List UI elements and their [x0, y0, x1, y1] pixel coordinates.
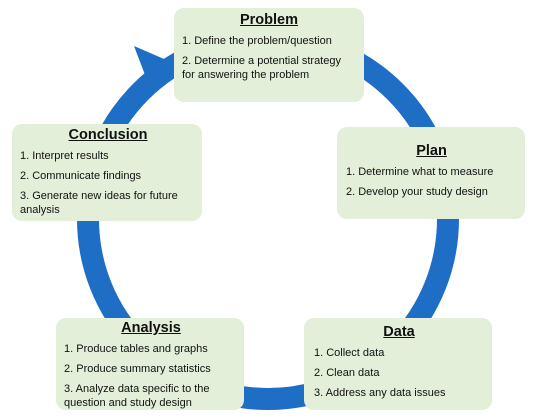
stage-plan-item: 1. Determine what to measure: [346, 166, 494, 178]
stage-plan-list: 1. Determine what to measure 2. Develop …: [346, 165, 517, 199]
stage-plan-item: 2. Develop your study design: [346, 186, 488, 198]
stage-conclusion: Conclusion 1. Interpret results 2. Commu…: [12, 124, 202, 221]
stage-problem-list: 1. Define the problem/question 2. Determ…: [182, 34, 356, 82]
stage-data-title: Data: [383, 324, 415, 340]
stage-data-item: 2. Clean data: [314, 367, 380, 379]
stage-analysis-item: 3. Analyze data specific to the question…: [64, 383, 210, 409]
stage-problem-item: 1. Define the problem/question: [182, 35, 332, 47]
stage-data-item: 3. Address any data issues: [314, 387, 446, 399]
stage-problem-title: Problem: [239, 12, 298, 28]
stage-analysis: Analysis 1. Produce tables and graphs 2.…: [56, 318, 244, 410]
stage-problem: Problem 1. Define the problem/question 2…: [174, 8, 364, 102]
stage-data: Data 1. Collect data 2. Clean data 3. Ad…: [304, 318, 492, 410]
stage-plan-title: Plan: [416, 143, 447, 159]
stage-analysis-title: Analysis: [121, 320, 181, 336]
stage-plan: Plan 1. Determine what to measure 2. Dev…: [337, 127, 525, 219]
stage-conclusion-list: 1. Interpret results 2. Communicate find…: [20, 149, 196, 217]
stage-conclusion-title: Conclusion: [68, 127, 148, 143]
stage-analysis-item: 2. Produce summary statistics: [64, 363, 211, 375]
stage-data-list: 1. Collect data 2. Clean data 3. Address…: [314, 346, 484, 400]
cycle-arrowhead-icon: [134, 46, 171, 88]
stage-data-item: 1. Collect data: [314, 347, 385, 359]
stage-conclusion-item: 2. Communicate findings: [20, 170, 142, 182]
stage-analysis-item: 1. Produce tables and graphs: [64, 343, 208, 355]
stage-analysis-list: 1. Produce tables and graphs 2. Produce …: [64, 342, 238, 410]
stage-conclusion-item: 3. Generate new ideas for future analysi…: [20, 190, 178, 216]
stage-conclusion-item: 1. Interpret results: [20, 150, 109, 162]
stage-problem-item: 2. Determine a potential strategy for an…: [182, 55, 341, 81]
